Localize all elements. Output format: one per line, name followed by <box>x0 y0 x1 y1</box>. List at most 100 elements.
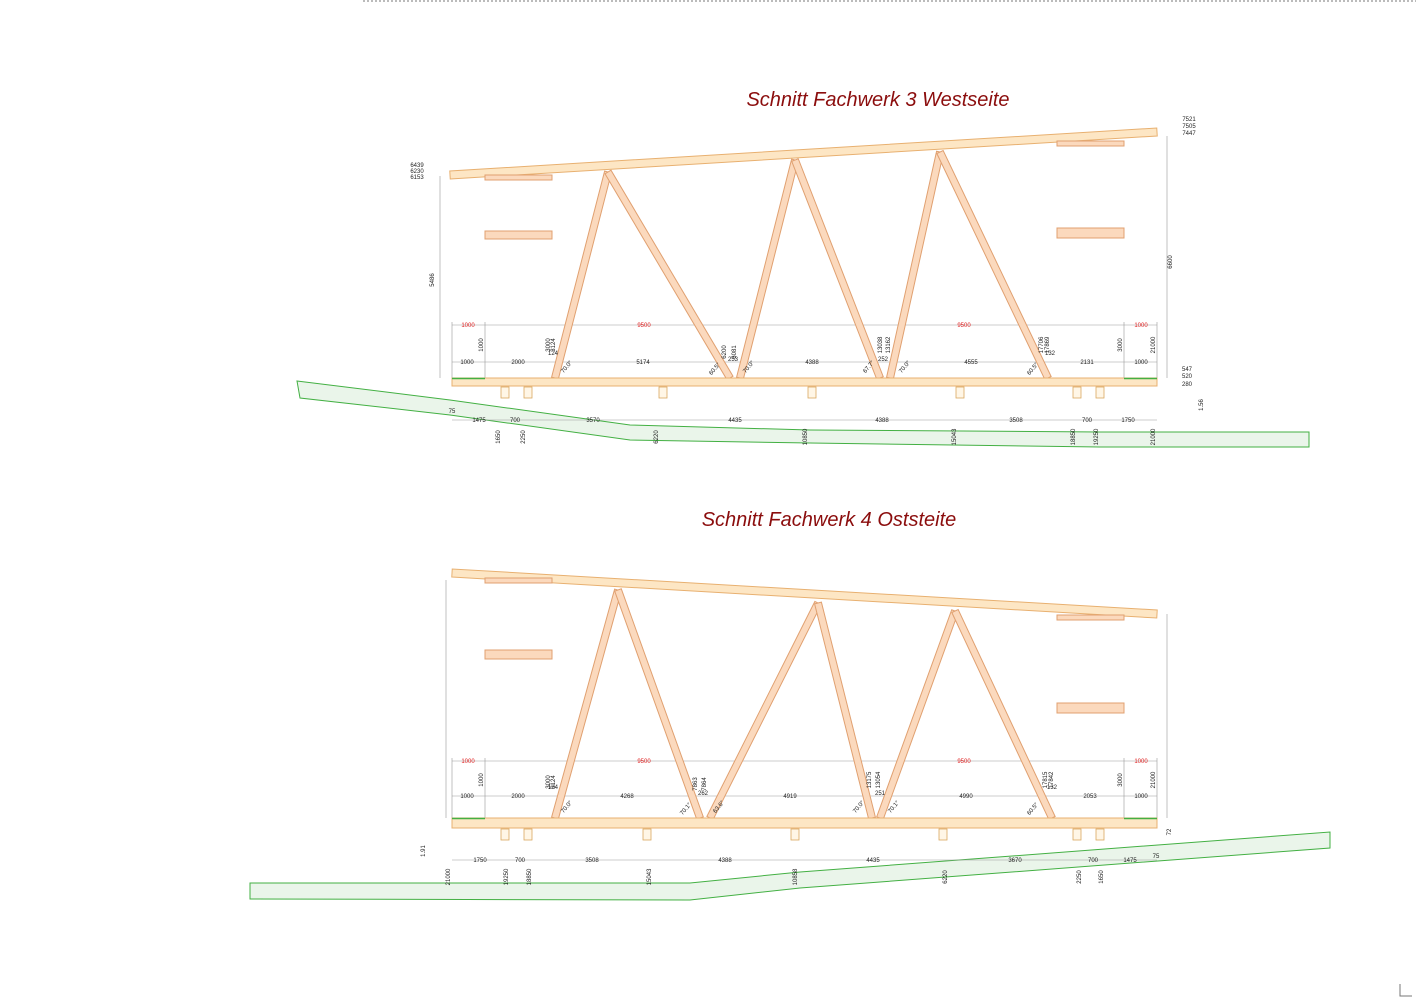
station-label: 1650 <box>1099 870 1105 884</box>
node-dimension: 1000 <box>460 794 474 800</box>
station-label: 18850 <box>527 868 533 885</box>
vertical-dimension: 7864 <box>702 777 708 791</box>
node-dimension: 2053 <box>1083 794 1097 800</box>
vertical-dimension: 17815 <box>1043 771 1049 788</box>
support-post <box>523 386 533 399</box>
node-dimension: 4919 <box>783 794 797 800</box>
diagonal-member <box>951 608 1056 821</box>
vertical-dimension: 3000 <box>546 338 552 352</box>
vertical-dimension: 3124 <box>551 775 557 789</box>
timber-block <box>484 649 553 660</box>
support-dimension: 1750 <box>1121 418 1135 424</box>
support-post <box>500 386 510 399</box>
support-dimension: 4435 <box>866 858 880 864</box>
support-post <box>1095 828 1105 841</box>
detail-dimension: 520 <box>1182 374 1193 380</box>
station-label: 15043 <box>952 428 958 445</box>
vertical-dimension: 72 <box>1167 828 1173 835</box>
span-dimension: 9500 <box>637 759 651 765</box>
node-dimension: 4990 <box>959 794 973 800</box>
vertical-dimension: 1000 <box>479 773 485 787</box>
vertical-dimension: 17706 <box>1039 336 1045 353</box>
diagonal-member <box>551 588 622 820</box>
node-dimension: 4388 <box>805 360 819 366</box>
top-chord <box>449 127 1158 180</box>
diagonal-member <box>735 158 800 380</box>
support-post <box>1072 386 1082 399</box>
node-dimension: 5174 <box>636 360 650 366</box>
vertical-dimension: 5486 <box>430 273 436 287</box>
station-label: 2250 <box>521 430 527 444</box>
node-dimension: 2000 <box>511 794 525 800</box>
detail-dimension: 6230 <box>410 169 424 175</box>
timber-block <box>484 230 553 240</box>
support-dimension: 3570 <box>586 418 600 424</box>
detail-dimension: 7447 <box>1182 131 1196 137</box>
node-dimension: 4268 <box>620 794 634 800</box>
support-dimension: 700 <box>1088 858 1099 864</box>
support-post <box>500 828 510 841</box>
support-dimension: 1475 <box>472 418 486 424</box>
span-dimension: 1000 <box>1134 759 1148 765</box>
truss-section-east: Schnitt Fachwerk 4 Oststeite 1000 9500 9500… <box>249 509 1331 901</box>
support-dimension: 700 <box>1082 418 1093 424</box>
support-post <box>955 386 965 399</box>
detail-dimension: 6439 <box>410 163 424 169</box>
detail-dimension: 75 <box>1153 854 1160 860</box>
ground-profile <box>296 380 1310 448</box>
station-label: 21000 <box>446 868 452 885</box>
support-dimension: 4435 <box>728 418 742 424</box>
sheet-corner-mark <box>1399 984 1412 997</box>
support-dimension: 700 <box>510 418 521 424</box>
support-post <box>1095 386 1105 399</box>
support-post <box>523 828 533 841</box>
station-label: 2250 <box>1077 870 1083 884</box>
support-dimension: 3508 <box>1009 418 1023 424</box>
station-label: 1650 <box>496 430 502 444</box>
timber-block <box>1056 614 1125 621</box>
vertical-dimension: 1.91 <box>421 845 427 857</box>
node-dimension: 1000 <box>1134 794 1148 800</box>
detail-dimension: 262 <box>698 791 709 797</box>
diagonal-member <box>791 158 884 380</box>
timber-block <box>1056 702 1125 714</box>
station-label: 15043 <box>647 868 653 885</box>
span-dimension: 1000 <box>461 323 475 329</box>
vertical-dimension: 6200 <box>722 345 728 359</box>
detail-dimension: 251 <box>875 791 886 797</box>
diagonal-member <box>604 169 734 381</box>
station-label: 18850 <box>1071 428 1077 445</box>
top-chord <box>451 568 1158 619</box>
node-dimension: 2131 <box>1080 360 1094 366</box>
vertical-dimension: 3000 <box>1118 338 1124 352</box>
support-dimension: 1750 <box>473 858 487 864</box>
span-dimension: 1000 <box>1134 323 1148 329</box>
detail-dimension: 252 <box>878 357 889 363</box>
vertical-dimension: 13175 <box>867 771 873 788</box>
support-dimension: 4388 <box>875 418 889 424</box>
station-label: 21000 <box>1151 428 1157 445</box>
timber-block <box>1056 140 1125 147</box>
support-post <box>1072 828 1082 841</box>
detail-dimension: 124 <box>548 351 559 357</box>
support-dimension: 1475 <box>1123 858 1137 864</box>
diagonal-member <box>706 600 822 821</box>
diagonal-member <box>813 601 877 820</box>
station-label: 10858 <box>793 868 799 885</box>
vertical-dimension: 3124 <box>551 338 557 352</box>
vertical-dimension: 6600 <box>1168 255 1174 269</box>
detail-dimension: 547 <box>1182 367 1193 373</box>
span-dimension: 9500 <box>957 759 971 765</box>
detail-dimension: 124 <box>548 785 559 791</box>
support-dimension: 3670 <box>1008 858 1022 864</box>
diagonal-member <box>551 170 612 380</box>
section-title: Schnitt Fachwerk 4 Oststeite <box>702 509 957 531</box>
support-post <box>938 828 948 841</box>
detail-dimension: 280 <box>1182 382 1193 388</box>
detail-dimension: 75 <box>449 409 456 415</box>
support-post <box>807 386 817 399</box>
node-dimension: 2000 <box>511 360 525 366</box>
vertical-dimension: 21000 <box>1151 336 1157 353</box>
